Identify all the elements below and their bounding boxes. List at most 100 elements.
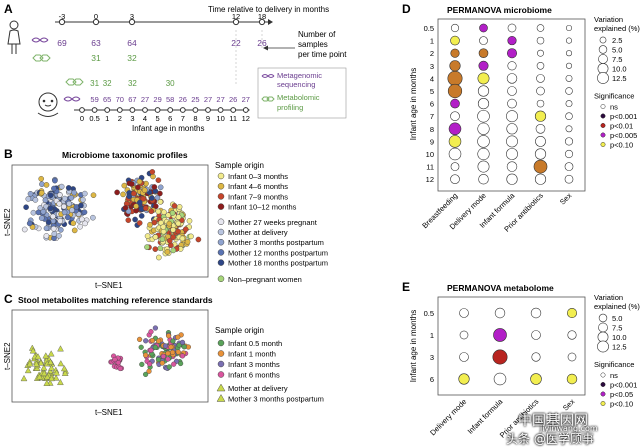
sample-point xyxy=(147,361,153,367)
bubble xyxy=(449,60,461,72)
size-legend-circle xyxy=(598,313,608,323)
row-label: 5 xyxy=(430,87,434,96)
legend-swatch xyxy=(217,275,225,283)
sample-point xyxy=(56,232,62,239)
sample-point xyxy=(146,368,152,374)
panel-c-label: C xyxy=(4,292,13,306)
infant-timeline-node xyxy=(154,107,161,113)
legend-label: Infant 0.5 month xyxy=(228,339,282,348)
bubble xyxy=(535,124,546,134)
sample-point xyxy=(157,198,164,205)
sample-point xyxy=(171,203,178,209)
infant-metabolomic-count: 32 xyxy=(103,79,112,88)
sample-point xyxy=(170,234,176,240)
sample-point xyxy=(160,228,167,235)
sample-point xyxy=(155,177,162,183)
sample-point xyxy=(35,209,42,216)
infant-metagenomic-count: 27 xyxy=(216,95,224,104)
panel-d-title: PERMANOVA microbiome xyxy=(447,5,552,15)
mother-metagenomic-count: 69 xyxy=(57,38,67,48)
sample-point xyxy=(71,227,78,234)
sample-point xyxy=(182,226,189,233)
panel-e-label: E xyxy=(402,280,410,294)
legend-swatch xyxy=(217,218,225,226)
sample-point xyxy=(179,353,186,359)
sig-legend-swatch xyxy=(600,104,606,109)
sample-point xyxy=(26,220,33,227)
sample-point xyxy=(143,338,149,344)
bubble xyxy=(492,349,508,365)
legend-swatch xyxy=(217,172,225,180)
bubble xyxy=(565,74,573,82)
infant-timeline-node xyxy=(179,107,186,113)
sample-point xyxy=(37,359,45,366)
top-tick-label: 3 xyxy=(130,12,134,21)
sample-point xyxy=(26,360,34,367)
sample-point xyxy=(43,225,50,232)
bubble xyxy=(450,174,460,184)
sample-point xyxy=(34,353,42,360)
size-legend-label: 2.5 xyxy=(612,36,622,45)
infant-tick-label: 5 xyxy=(156,114,160,123)
sample-point xyxy=(175,214,182,220)
sample-point xyxy=(40,369,48,377)
size-legend-circle xyxy=(598,45,608,54)
sig-legend-label: p<0.10 xyxy=(610,141,633,150)
legend-swatch xyxy=(217,360,225,368)
mother-metagenomic-count: 64 xyxy=(127,38,137,48)
bubble xyxy=(537,49,544,57)
sample-point xyxy=(65,185,72,191)
sample-point xyxy=(155,208,162,215)
legend-dna-icon xyxy=(261,74,275,78)
sample-point xyxy=(160,353,167,360)
sample-point xyxy=(77,223,83,230)
sample-point xyxy=(138,344,144,350)
sample-point xyxy=(65,214,71,221)
sample-point xyxy=(117,365,123,372)
sample-point xyxy=(148,208,155,215)
sample-point xyxy=(80,196,86,203)
bubble xyxy=(534,173,547,185)
sample-point xyxy=(57,218,64,224)
bubble xyxy=(564,162,574,171)
sample-point xyxy=(178,360,184,367)
panel-e-title: PERMANOVA metabolome xyxy=(447,283,554,293)
sample-point xyxy=(71,189,77,196)
sample-point xyxy=(126,193,132,200)
sample-point xyxy=(121,182,128,189)
bubble xyxy=(534,110,547,122)
infant-timeline-node xyxy=(129,107,136,113)
bubble xyxy=(477,98,490,110)
legend-swatch xyxy=(217,371,225,378)
legend-label: Infant 3 months xyxy=(228,360,280,369)
bubble xyxy=(447,70,463,86)
sample-point xyxy=(43,373,51,380)
sample-point xyxy=(166,333,172,339)
size-legend-title-line2: explained (%) xyxy=(594,24,640,33)
size-legend-circle xyxy=(598,322,608,333)
row-label: 0.5 xyxy=(424,24,434,33)
size-legend-circle xyxy=(597,72,609,84)
bubble xyxy=(533,159,548,174)
sample-point xyxy=(136,220,143,226)
panel-d-label: D xyxy=(402,2,411,16)
legend-metabolomic-line1: Metabolomic xyxy=(277,93,320,102)
size-legend-circle xyxy=(597,331,609,343)
sample-point xyxy=(48,374,55,382)
sample-point xyxy=(133,203,139,209)
bubble xyxy=(493,328,507,342)
infant-metagenomic-count: 58 xyxy=(166,95,174,104)
sample-point xyxy=(139,361,145,368)
infant-metagenomic-count: 27 xyxy=(242,95,250,104)
sample-point xyxy=(50,213,56,220)
bubble xyxy=(565,37,573,44)
bubble xyxy=(506,148,518,160)
panel-b-points xyxy=(21,169,202,261)
top-tick-label: 18 xyxy=(258,12,266,21)
bubble xyxy=(507,36,517,46)
top-timeline-node xyxy=(232,18,240,26)
sample-point xyxy=(130,190,137,197)
sample-point xyxy=(142,205,149,211)
